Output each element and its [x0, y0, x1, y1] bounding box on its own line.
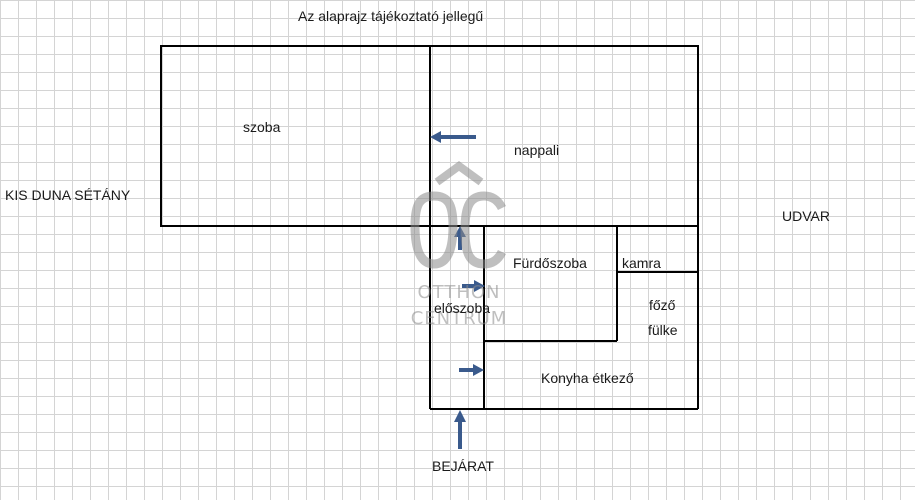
- arrow-up-entrance: [454, 410, 466, 449]
- plan-title: Az alaprajz tájékoztató jellegű: [298, 8, 484, 24]
- arrow-right-into-konyha: [459, 364, 484, 376]
- yard-label: UDVAR: [782, 208, 830, 224]
- room-label-konyha: Konyha étkező: [541, 370, 634, 386]
- street-label: KIS DUNA SÉTÁNY: [5, 187, 131, 203]
- arrow-right-into-furdoszoba: [462, 280, 485, 292]
- room-label-furdoszoba: Fürdőszoba: [513, 255, 587, 271]
- otthon-centrum-watermark: OTTHON CENTRUM: [408, 160, 510, 335]
- room-label-nappali: nappali: [514, 142, 560, 158]
- room-label-kamra: kamra: [622, 255, 661, 271]
- arrow-left-into-szoba: [430, 131, 476, 143]
- entrance-label: BEJÁRAT: [432, 458, 494, 474]
- watermark-line1: OTTHON: [417, 282, 501, 303]
- wall-szoba: [160, 45, 431, 227]
- room-label-fulke: fülke: [648, 322, 678, 338]
- room-label-eloszoba: előszoba: [434, 300, 491, 316]
- room-label-fozo: főző: [649, 297, 676, 313]
- room-label-szoba: szoba: [243, 119, 281, 135]
- oc-logo-icon: [410, 161, 507, 269]
- watermark-line2: CENTRUM: [410, 308, 508, 329]
- wall-nappali: [429, 45, 699, 227]
